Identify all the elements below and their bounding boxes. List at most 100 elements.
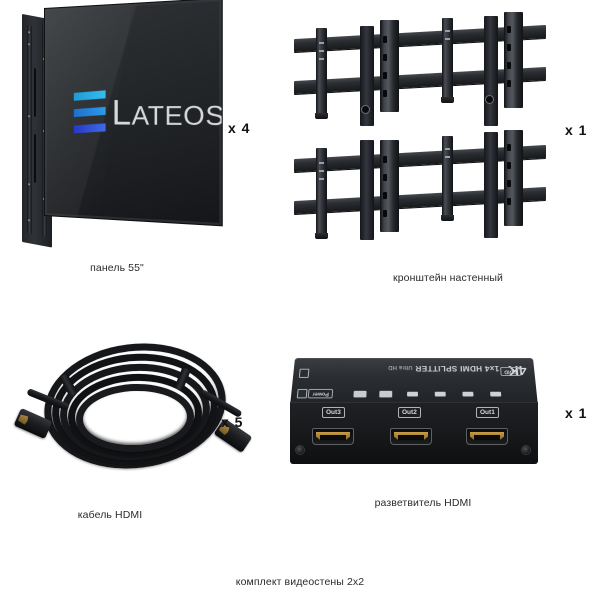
bracket-unit-upper (294, 10, 549, 128)
bracket-arm-slot (383, 192, 387, 199)
bracket-mount-arm (315, 148, 328, 239)
splitter-hdmi-port-out3 (312, 428, 354, 445)
bracket-arm-foot (441, 97, 454, 103)
splitter-case-screw (522, 446, 530, 454)
splitter-front-face: Out3 Out2 Out1 (290, 402, 538, 464)
panel-screw-hole (28, 115, 30, 118)
kit-title: комплект видеостены 2х2 (235, 576, 365, 588)
bracket-arm-hole (445, 156, 450, 158)
panel-rail-slot (34, 134, 36, 183)
splitter-hdmi-port-out2 (390, 428, 432, 445)
bracket-arm-slot (507, 62, 511, 69)
bracket-arm-hole (319, 58, 324, 60)
lateos-logo-mark-icon (74, 90, 106, 134)
bracket-mount-arm (504, 130, 523, 226)
panel-screen-face: L ATEOS (44, 0, 223, 227)
bracket-center-spine (360, 26, 374, 126)
bracket-arm-hole (445, 38, 450, 40)
bracket-arm-slot (383, 174, 387, 181)
splitter-dip-switch (353, 390, 367, 398)
bracket-arm-slot (383, 210, 387, 217)
bracket-arm-slot (507, 162, 511, 169)
bracket-arm-slot (383, 54, 387, 61)
logo-bar-top (74, 90, 106, 101)
bracket-arm-hole (319, 50, 324, 52)
bracket-center-spine (484, 16, 498, 126)
lateos-logo: L ATEOS (74, 89, 223, 136)
panel-mount-rail (27, 24, 32, 234)
splitter-port-label-out3: Out3 (322, 407, 345, 418)
bracket-arm-slot (383, 72, 387, 79)
bracket-arm-hole (445, 148, 450, 150)
quantity-label-wall-bracket: x 1 (565, 122, 588, 138)
bracket-arm-slot (507, 198, 511, 205)
bracket-arm-slot (507, 44, 511, 51)
bracket-center-spine (360, 140, 374, 240)
bracket-arm-slot (507, 26, 511, 33)
bracket-arm-slot (507, 144, 511, 151)
splitter-dip-switch (379, 390, 393, 398)
splitter-model-text: 1x4 HDMI SPLITTER Ultra HD (388, 364, 500, 373)
panel-screw-hole (28, 183, 30, 186)
bracket-arm-hole (319, 178, 324, 180)
panel-rail-slot (34, 68, 36, 117)
caption-wall-bracket: кронштейн настенный (393, 272, 503, 284)
hdmi-splitter-illustration: 4K 1x4 HDMI SPLITTER Ultra HD Power EDID (290, 354, 538, 466)
bracket-arm-hole (319, 170, 324, 172)
splitter-port-label-out1: Out1 (476, 407, 499, 418)
logo-bar-bottom (74, 123, 106, 134)
bracket-mount-arm (380, 20, 399, 112)
hdmi-cable-illustration (13, 333, 253, 479)
caption-display-panel: панель 55" (90, 262, 144, 274)
bracket-mount-arm (380, 140, 399, 232)
splitter-input-port-marker (296, 388, 308, 399)
splitter-edid-label: EDID (499, 366, 522, 377)
logo-letter-initial: L (111, 92, 132, 133)
bracket-arm-slot (507, 180, 511, 187)
bracket-arm-hole (319, 162, 324, 164)
bracket-mount-arm (315, 28, 328, 119)
splitter-led-indicator (434, 391, 446, 397)
product-item-wall-bracket (286, 6, 556, 256)
splitter-power-label: Power (308, 388, 334, 399)
bracket-arm-foot (315, 233, 328, 239)
bracket-arm-slot (507, 80, 511, 87)
splitter-led-indicator (490, 391, 502, 397)
bracket-arm-hole (445, 30, 450, 32)
splitter-model-suffix: Ultra HD (387, 364, 413, 370)
splitter-led-indicator (462, 391, 474, 397)
bracket-spine-hole (362, 106, 369, 113)
caption-hdmi-cable: кабель HDMI (77, 509, 143, 521)
panel-screw-hole (28, 43, 30, 46)
bracket-arm-slot (383, 156, 387, 163)
splitter-port-label-out2: Out2 (398, 407, 421, 418)
quantity-label-hdmi-splitter: x 1 (565, 405, 588, 421)
product-item-display-panel: L ATEOS x 4 (14, 0, 249, 258)
bracket-spine-hole (486, 96, 493, 103)
lateos-logo-wordmark: L ATEOS (111, 92, 223, 133)
quantity-label-display-panel: x 4 (228, 120, 251, 136)
panel-screw-hole (28, 219, 30, 222)
bracket-arm-foot (315, 113, 328, 119)
bracket-mount-arm (504, 12, 523, 108)
bracket-mount-arm (441, 18, 454, 103)
bracket-center-spine (484, 132, 498, 238)
bracket-arm-foot (441, 215, 454, 221)
splitter-led-indicator (407, 391, 418, 397)
bracket-arm-slot (383, 36, 387, 43)
caption-hdmi-splitter: разветвитель HDMI (374, 497, 472, 509)
quantity-label-hdmi-cable: x 5 (221, 414, 244, 430)
bracket-arm-slot (383, 90, 387, 97)
splitter-model-main: 1x4 HDMI SPLITTER (415, 364, 500, 374)
logo-letters-rest: ATEOS (131, 100, 223, 132)
logo-bar-middle (74, 107, 106, 117)
splitter-top-face: 4K 1x4 HDMI SPLITTER Ultra HD Power EDID (290, 358, 538, 406)
splitter-case-screw (296, 446, 304, 454)
display-panel-illustration: L ATEOS (14, 0, 224, 248)
splitter-button-marker (298, 368, 310, 378)
splitter-hdmi-port-out1 (466, 428, 508, 445)
product-item-hdmi-splitter: 4K 1x4 HDMI SPLITTER Ultra HD Power EDID (286, 346, 556, 496)
bracket-arm-hole (319, 42, 324, 44)
panel-screw-hole (28, 31, 30, 34)
